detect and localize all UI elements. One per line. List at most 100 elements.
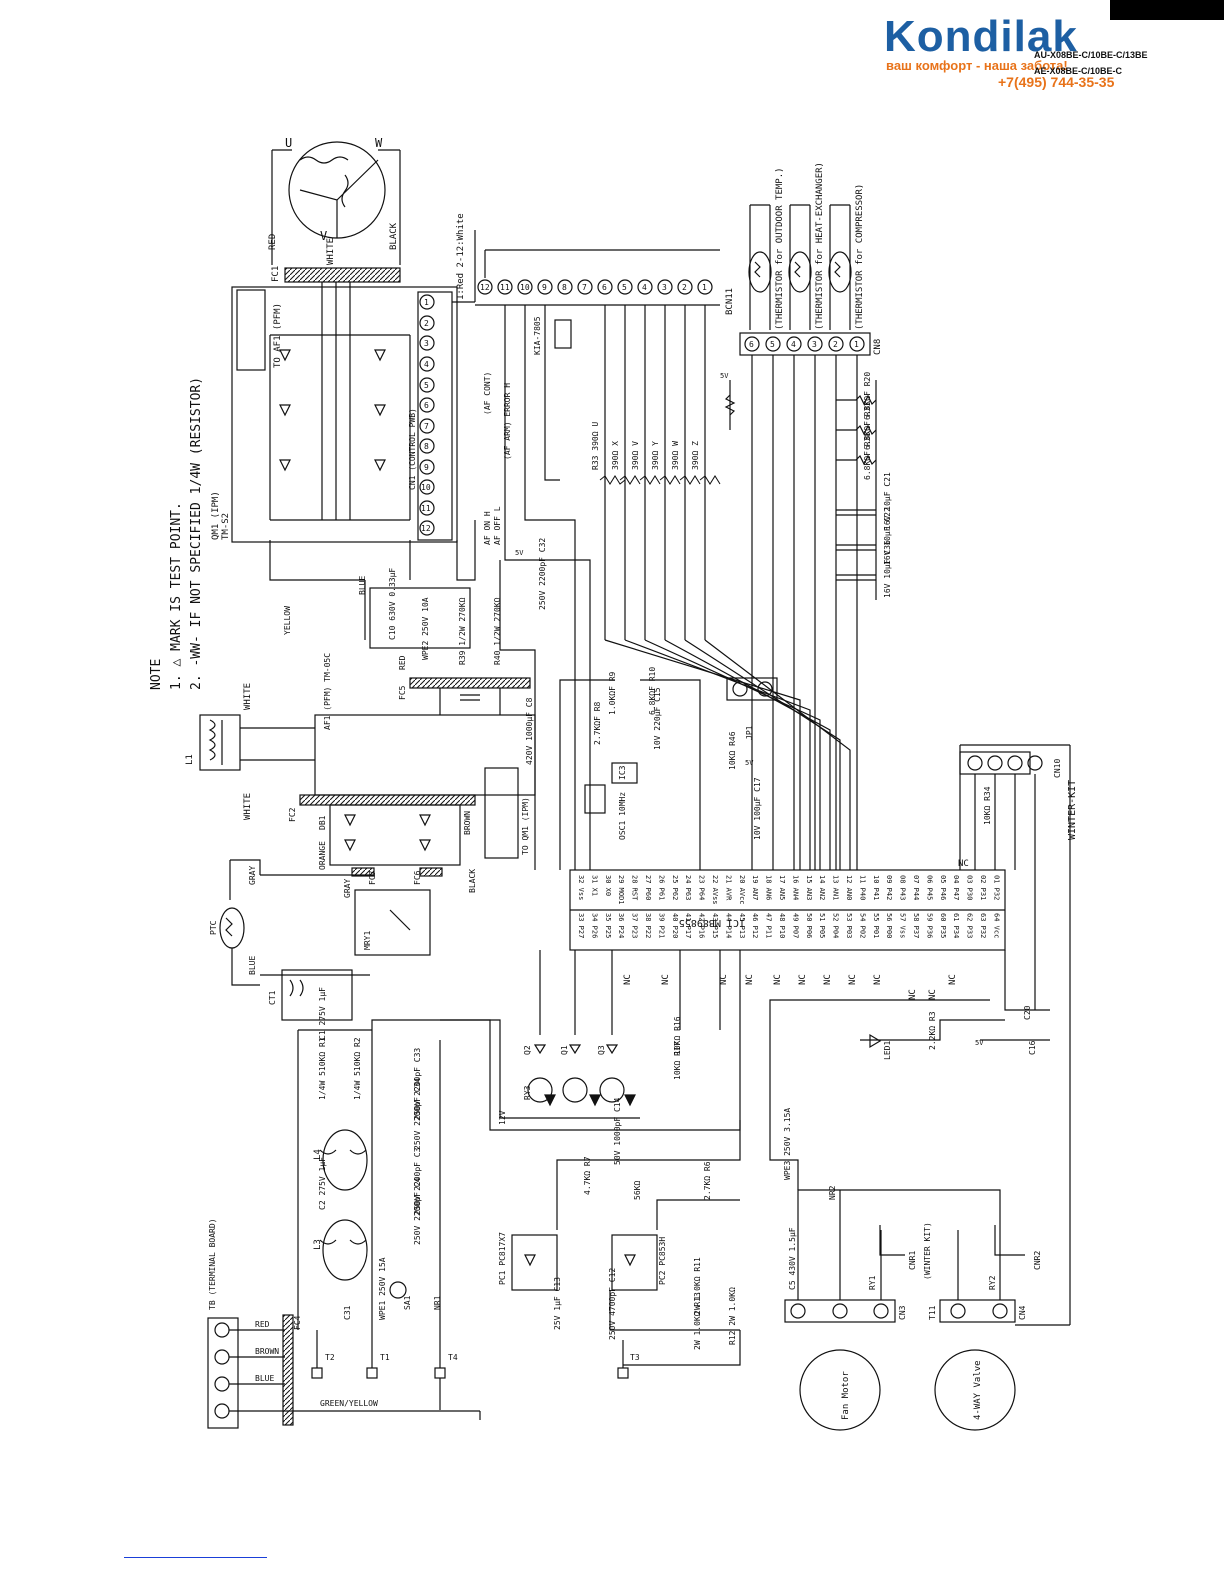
q3-label: Q3 bbox=[597, 1045, 606, 1055]
r9-label: 1.0KΩF R9 bbox=[608, 671, 617, 715]
orange-label: ORANGE bbox=[318, 841, 327, 870]
svg-text:NC: NC bbox=[948, 974, 958, 985]
svg-text:8: 8 bbox=[562, 283, 567, 292]
brown-label: BROWN bbox=[463, 811, 472, 835]
cnr1-label: CNR1 bbox=[908, 1251, 917, 1270]
ic1-pin-50: 50 P06 bbox=[805, 913, 813, 938]
r16-label: 10KΩ R16 bbox=[673, 1016, 682, 1055]
r7-label: 4.7KΩ R7 bbox=[583, 1156, 592, 1195]
ic3-reset bbox=[611, 762, 638, 784]
ipm-part: TM-S2 bbox=[221, 513, 231, 540]
svg-text:1: 1 bbox=[854, 340, 859, 349]
fc6-label: FC6 bbox=[413, 870, 422, 885]
ic1-pin-29: 29 MOD1 bbox=[617, 875, 625, 905]
svg-text:6: 6 bbox=[602, 283, 607, 292]
t2-label: T2 bbox=[325, 1353, 335, 1362]
cn3-label: CN3 bbox=[898, 1305, 907, 1320]
svg-text:NC: NC bbox=[719, 974, 729, 985]
to-af1-box bbox=[236, 289, 266, 371]
ic1-pin-55: 55 P01 bbox=[872, 913, 880, 938]
ptc-label: PTC bbox=[209, 920, 218, 935]
svg-text:12: 12 bbox=[421, 524, 431, 533]
af-off-label: AF OFF L bbox=[493, 506, 502, 545]
l1-white-bottom: WHITE bbox=[243, 793, 253, 820]
l1-white-top: WHITE bbox=[243, 683, 253, 710]
ry3-label: RY3 bbox=[523, 1085, 532, 1100]
l4-label: L4 bbox=[313, 1149, 323, 1160]
svg-text:5V: 5V bbox=[975, 1039, 984, 1047]
blue-label-c10: BLUE bbox=[358, 576, 367, 595]
svg-text:6: 6 bbox=[749, 340, 754, 349]
r1-label: 1/4W 510KΩ R1 bbox=[318, 1037, 327, 1100]
c12-label: 250V 4700pF C12 bbox=[608, 1268, 617, 1340]
svg-text:NC: NC bbox=[958, 859, 969, 869]
ic1-pin-35: 35 P25 bbox=[604, 913, 612, 938]
fc4-connector bbox=[282, 1314, 294, 1426]
led1-label: LED1 bbox=[883, 1041, 892, 1060]
ic1-pin-52: 52 P04 bbox=[832, 913, 840, 938]
r2-label: 1/4W 510KΩ R2 bbox=[353, 1037, 362, 1100]
svg-text:2: 2 bbox=[424, 319, 429, 328]
terminal-board-pins bbox=[214, 1322, 230, 1419]
th3-label: (THERMISTOR for OUTDOOR TEMP.) bbox=[775, 167, 785, 330]
ic1-pin-17: 17 AN5 bbox=[778, 875, 786, 900]
ic1-pin-45: 45 P13 bbox=[738, 913, 746, 938]
ic1-pin-48: 48 P10 bbox=[778, 913, 786, 938]
svg-text:1: 1 bbox=[702, 283, 707, 292]
cnr2-label: CNR2 bbox=[1033, 1251, 1042, 1270]
svg-text:7: 7 bbox=[424, 422, 429, 431]
wpe1-label: WPE1 250V 15A bbox=[378, 1257, 387, 1320]
notes-line-2: 2. -WW- IF NOT SPECIFIED 1/4W (RESISTOR) bbox=[189, 377, 204, 690]
c32-label: 250V 2200pF C32 bbox=[538, 538, 547, 610]
c5-label: C5 430V 1.5μF bbox=[788, 1227, 797, 1290]
tb-red: RED bbox=[255, 1320, 270, 1329]
ic1-pin-01: 01 P32 bbox=[992, 875, 1000, 900]
svg-text:1: 1 bbox=[424, 298, 429, 307]
four-way-valve bbox=[934, 1349, 1016, 1431]
sa1-label: SA1 bbox=[403, 1295, 412, 1310]
ic1-pin-63: 63 P32 bbox=[979, 913, 987, 938]
ic3-label: IC3 bbox=[618, 765, 627, 780]
ic1-pin-36: 36 P24 bbox=[617, 913, 625, 938]
notes-block: NOTE 1. △ MARK IS TEST POINT. 2. -WW- IF… bbox=[149, 377, 204, 690]
brand-phone: +7(495) 744-35-35 bbox=[998, 74, 1115, 90]
ic1-pin-04: 04 P47 bbox=[952, 875, 960, 900]
yellow-label: YELLOW bbox=[283, 606, 292, 635]
db1-bridge bbox=[329, 804, 461, 866]
brand-logo: Kondilak ваш комфорт - наша забота! +7(4… bbox=[880, 12, 1130, 92]
l3-filter bbox=[319, 1219, 368, 1281]
ic1-pin-12: 12 AN0 bbox=[845, 875, 853, 900]
ic1-pin-59: 59 P36 bbox=[925, 913, 933, 938]
cn1-label: CN1 (CONTROL PWB) bbox=[408, 408, 417, 490]
c15-label: 10V 220μF C15 bbox=[653, 687, 662, 750]
ic1-pin-20: 20 AVcc bbox=[738, 875, 746, 905]
svg-text:5: 5 bbox=[622, 283, 627, 292]
r34-x-label: 390Ω X bbox=[611, 441, 620, 470]
svg-text:4: 4 bbox=[642, 283, 647, 292]
ic1-pin-11: 11 P40 bbox=[858, 875, 866, 900]
osc1-label: OSC1 10MHz bbox=[618, 792, 627, 840]
ic1-pin-14: 14 AN2 bbox=[818, 875, 826, 900]
signal-wires bbox=[504, 305, 851, 870]
svg-text:NC: NC bbox=[773, 974, 783, 985]
jp1-jumper bbox=[726, 677, 778, 701]
c16-label: C16 bbox=[1028, 1040, 1037, 1055]
svg-text:5V: 5V bbox=[515, 549, 524, 557]
r-y-label: 390Ω Y bbox=[651, 441, 660, 470]
sa1-arrestor bbox=[389, 1281, 407, 1299]
ic1-pin-64: 64 Vcc bbox=[992, 913, 1000, 938]
svg-text:NC: NC bbox=[745, 974, 755, 985]
svg-text:2: 2 bbox=[833, 340, 838, 349]
q1-label: Q1 bbox=[560, 1045, 569, 1055]
fc6-connector bbox=[419, 867, 443, 877]
r5-label: 56KΩ bbox=[633, 1181, 642, 1200]
model-number-1: AU-X08BE-C/10BE-C/13BE bbox=[1034, 50, 1148, 60]
relay-drivers bbox=[500, 950, 640, 1119]
motor-red-label: RED bbox=[268, 234, 278, 250]
winter-kit-label: (WINTER KIT) bbox=[923, 1222, 932, 1280]
fc7-label: FC7 bbox=[368, 870, 377, 885]
svg-text:6: 6 bbox=[424, 401, 429, 410]
ic1-pin-32: 32 Vss bbox=[577, 875, 585, 900]
c3-label: 250V 2200pF C3 bbox=[413, 1147, 422, 1215]
